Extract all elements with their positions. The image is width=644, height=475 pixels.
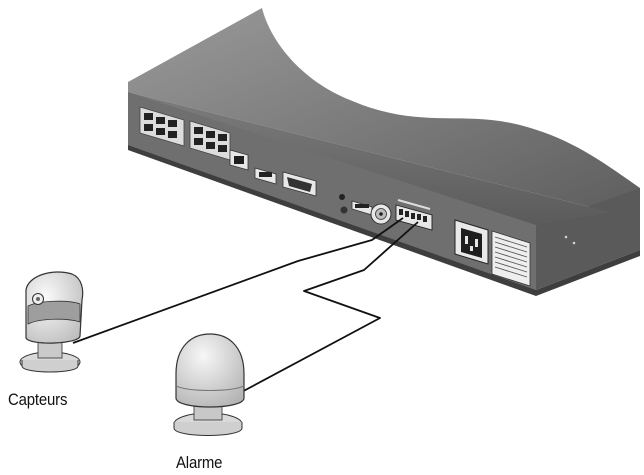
motion-sensor-icon [19, 271, 84, 373]
sensors-label: Capteurs [8, 390, 68, 409]
device-right-side [536, 188, 640, 290]
device-top-surface [128, 8, 640, 212]
bnc-connector-icon[interactable] [370, 203, 392, 225]
ethernet-port-icon[interactable] [229, 149, 249, 171]
alarm-wire [235, 221, 419, 396]
sensor-wire [72, 217, 404, 344]
nvr-device [128, 8, 640, 296]
alarm-label: Alarme [176, 453, 223, 472]
hdmi-port-icon[interactable] [254, 167, 277, 185]
power-socket-icon[interactable] [454, 219, 489, 265]
wiring [72, 217, 419, 396]
cooling-fan-icon [491, 230, 531, 287]
ethernet-port-group-1[interactable] [139, 106, 185, 147]
audio-port-icon[interactable] [339, 194, 348, 214]
ethernet-port-group-2[interactable] [189, 120, 231, 161]
vga-port-icon[interactable] [282, 171, 317, 197]
alarm-terminal-block-icon[interactable] [395, 199, 433, 231]
alarm-siren-icon [173, 333, 245, 436]
